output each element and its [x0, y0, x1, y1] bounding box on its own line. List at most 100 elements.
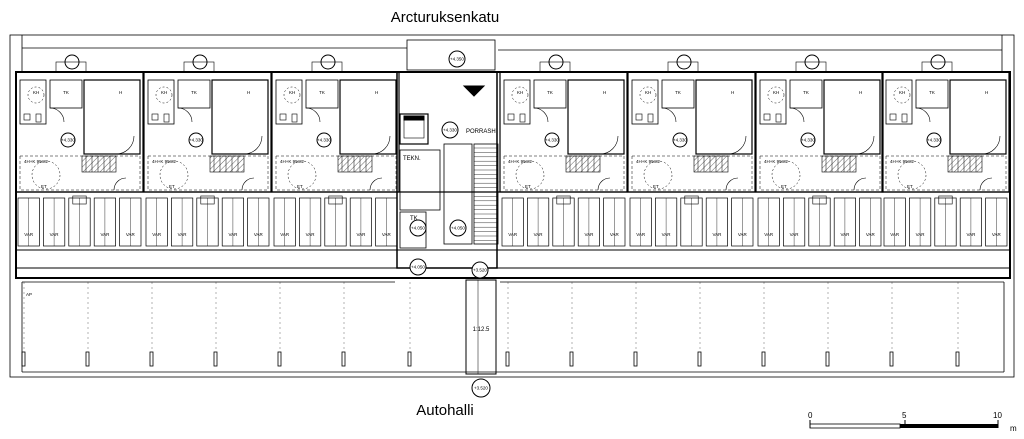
garage-column: [569, 351, 574, 367]
garage-column: [85, 351, 90, 367]
toilet-icon: [519, 113, 526, 123]
label-et: ET: [41, 184, 47, 189]
unit-area: 4H+K 95m2: [24, 159, 48, 164]
door-swing-icon: [599, 135, 619, 155]
door-swing-icon: [305, 107, 321, 123]
storage-door: [328, 195, 343, 205]
storage-label: VAR: [840, 232, 850, 237]
sink-icon: [279, 113, 287, 121]
door-swing-icon: [533, 107, 549, 123]
label-tk: TK: [929, 90, 935, 95]
storage-label: VAR: [636, 232, 646, 237]
living-area: [19, 155, 141, 191]
label-kh: KH: [161, 90, 167, 95]
label-kh: KH: [899, 90, 905, 95]
label-tk: TK: [803, 90, 809, 95]
storage-door: [200, 195, 215, 205]
room-h: [83, 79, 141, 155]
storage-label: VAR: [764, 232, 774, 237]
storage-label: VAR: [382, 232, 392, 237]
turning-circle: [287, 160, 317, 190]
street-name-top: Arcturuksenkatu: [391, 9, 499, 26]
room-h: [949, 79, 1007, 155]
door-swing-icon: [177, 107, 193, 123]
room-tk: [49, 79, 83, 109]
door-swing-icon: [789, 107, 805, 123]
street-name-bottom: Autohalli: [416, 402, 474, 419]
sink-icon: [763, 113, 771, 121]
room-tk: [789, 79, 823, 109]
room-h: [823, 79, 881, 155]
room-tk: [177, 79, 211, 109]
unit-area: 4H+K 95m2: [764, 159, 788, 164]
yard-boundary: [9, 34, 1015, 378]
core-level-4: +4.050: [451, 226, 465, 231]
label-et: ET: [653, 184, 659, 189]
unit-area: 4H+K 95m2: [280, 159, 304, 164]
garage-column: [505, 351, 510, 367]
door-swing-icon: [725, 177, 739, 191]
entrance-canopy: [311, 61, 343, 73]
living-area: [275, 155, 397, 191]
storage-label: VAR: [178, 232, 188, 237]
label-kh: KH: [33, 90, 39, 95]
garage-column: [277, 351, 282, 367]
garage: [21, 279, 1005, 375]
garage-column: [21, 351, 26, 367]
door-swing-icon: [915, 107, 931, 123]
level-marker: [60, 132, 76, 148]
storage-label: VAR: [890, 232, 900, 237]
garage-column: [341, 351, 346, 367]
turning-circle: [515, 160, 545, 190]
entrance-canopy: [539, 61, 571, 73]
turning-circle: [643, 160, 673, 190]
turning-circle: [159, 160, 189, 190]
garage-column: [149, 351, 154, 367]
label-et: ET: [169, 184, 175, 189]
door-swing-icon: [597, 177, 611, 191]
room-tk: [533, 79, 567, 109]
turning-circle: [155, 86, 173, 104]
label-kh: KH: [645, 90, 651, 95]
toilet-icon: [35, 113, 42, 123]
label-tk: TK: [319, 90, 325, 95]
bathroom-kh: [147, 79, 175, 125]
garage-entrance-level: +3.520: [471, 378, 491, 398]
garage-column: [407, 351, 412, 367]
garage-column: [697, 351, 702, 367]
turning-circle: [893, 86, 911, 104]
label-kh: KH: [289, 90, 295, 95]
door-swing-icon: [243, 135, 263, 155]
scale-bar: 0 5 10 m: [808, 411, 1017, 433]
unit-level: +4.330: [317, 138, 331, 143]
storage-label: VAR: [662, 232, 672, 237]
bathroom-kh: [631, 79, 659, 125]
level-marker: [188, 132, 204, 148]
label-h: H: [119, 90, 122, 95]
label-kh: KH: [517, 90, 523, 95]
label-kh: KH: [773, 90, 779, 95]
storage-label: VAR: [534, 232, 544, 237]
storage-label: VAR: [508, 232, 518, 237]
label-h: H: [375, 90, 378, 95]
door-swing-icon: [855, 135, 875, 155]
door-swing-icon: [241, 177, 255, 191]
turning-circle: [31, 160, 61, 190]
entrance-canopy: [921, 61, 953, 73]
unit-level: +4.330: [545, 138, 559, 143]
building-outline: [15, 71, 1011, 279]
storage-label: VAR: [992, 232, 1002, 237]
door-swing-icon: [661, 107, 677, 123]
storage-label: VAR: [584, 232, 594, 237]
bathroom-kh: [885, 79, 913, 125]
label-h: H: [985, 90, 988, 95]
garage-column: [825, 351, 830, 367]
